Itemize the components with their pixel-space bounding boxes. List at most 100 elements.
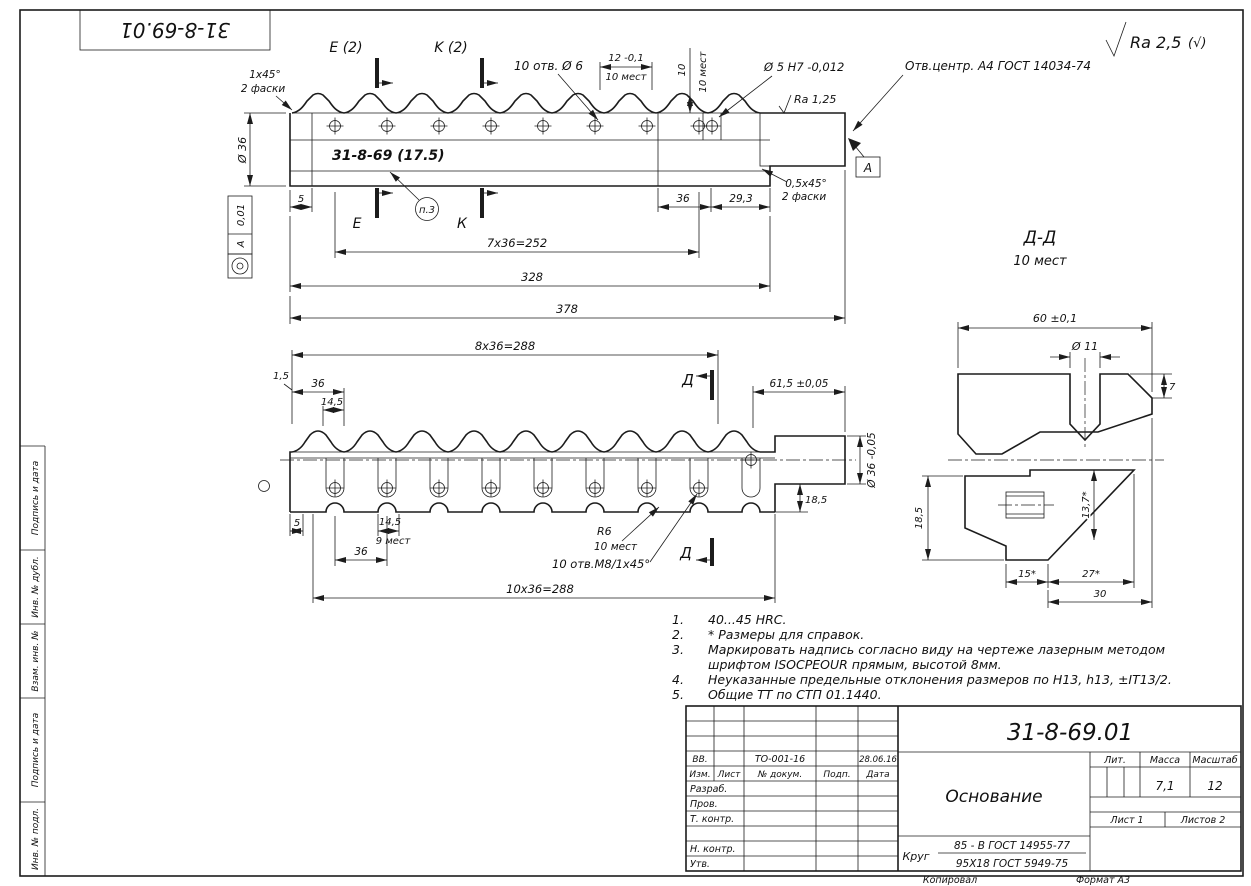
section-d-marks: Д Д <box>679 370 714 566</box>
callout-label: Ø 5 Н7 -0,012 <box>763 60 844 74</box>
note-text: Неуказанные предельные отклонения размер… <box>708 672 1172 687</box>
callout-label: 10 мест <box>594 541 638 553</box>
scale-value: 12 <box>1207 779 1222 793</box>
dim-pitch-288-bottom: 10х36=288 <box>312 514 776 603</box>
dim-10: 10 10 мест <box>677 48 709 113</box>
change-row-doc: ТО-001-16 <box>755 754 805 765</box>
dim-label: 9 мест <box>376 536 412 547</box>
material-kind: Круг <box>902 850 929 863</box>
dim-14-5-bottom: 14,5 9 мест <box>376 514 412 547</box>
marking-note-ref: п.3 <box>389 171 439 221</box>
section-upper-body <box>957 373 1153 455</box>
dim-1-5: 1,5 <box>273 371 293 391</box>
dim-label: 328 <box>521 270 543 284</box>
dim-label: 61,5 ±0,05 <box>770 378 829 390</box>
section-marks: E (2) K (2) Е К <box>329 40 498 232</box>
dim-label: 10 мест <box>606 72 648 83</box>
dim-label: 5 <box>298 194 304 205</box>
dim-5-bottom: 5 <box>289 514 304 536</box>
lit-label: Лит. <box>1103 755 1126 766</box>
note-number: 5. <box>672 687 684 702</box>
dim-label: 10 мест <box>698 50 709 92</box>
roughness-label: Ra 1,25 <box>794 93 836 106</box>
dim-18-5: 18,5 <box>775 484 827 513</box>
margin-label: Инв. № дубл. <box>31 556 41 618</box>
callout-holes-6: 10 отв. Ø 6 <box>514 59 599 121</box>
margin-label: Подпись и дата <box>31 461 41 536</box>
mass-label: Масса <box>1150 755 1180 766</box>
col-header-list: Лист <box>717 770 742 780</box>
dim-label: 36 <box>676 193 690 205</box>
general-roughness: Ra 2,5 (√) <box>1105 21 1206 58</box>
callout-label: 10 отв.М8/1х45° <box>552 557 650 571</box>
dim-36-29: 36 29,3 <box>657 188 771 212</box>
dim-label: 14,5 <box>379 517 401 528</box>
fcf-value: 0,01 <box>236 204 247 226</box>
dim-378: 378 <box>289 170 846 324</box>
note-ref-label: п.3 <box>419 205 435 216</box>
datum-circle <box>258 480 270 492</box>
callout-label: 0,5х45° <box>785 178 827 190</box>
callout-f5h7: Ø 5 Н7 -0,012 <box>718 60 844 118</box>
note-text: Маркировать надпись согласно виду на чер… <box>708 642 1166 672</box>
dim-label: 60 ±0,1 <box>1033 312 1077 325</box>
dim-label: 36 <box>311 378 325 390</box>
dim-label: 27* <box>1082 569 1100 580</box>
scale-label: Масштаб <box>1192 755 1237 766</box>
sheets-total: Листов 2 <box>1180 815 1226 826</box>
callout-label: 2 фаски <box>782 191 827 203</box>
dim-label: 7х36=252 <box>487 236 547 250</box>
dim-5: 5 <box>289 188 313 212</box>
section-label: Д <box>679 544 692 562</box>
dim-18-5-section: 18,5 <box>914 475 1004 561</box>
dim-label: 18,5 <box>914 507 925 529</box>
roughness-value: Ra 2,5 <box>1130 33 1181 52</box>
corner-stamp-box <box>79 9 271 51</box>
dim-36-bottom: 36 <box>334 516 388 566</box>
dim-label: 15* <box>1018 569 1036 580</box>
dim-label: 10х36=288 <box>506 582 574 596</box>
roughness-alt: (√) <box>1188 36 1206 51</box>
format-label: Формат А3 <box>1076 875 1130 886</box>
section-label: Е <box>353 216 362 232</box>
dim-14-5-left: 14,5 <box>321 397 344 426</box>
dim-label: 36 <box>354 546 368 558</box>
dim-label: 30 <box>1094 589 1107 600</box>
doc-number: 31-8-69.01 <box>1007 720 1133 746</box>
thread-note: 10 отв.М8/1х45° <box>552 493 698 571</box>
dim-label: 12 -0,1 <box>608 53 643 64</box>
plan-view-dimensions: 8х36=288 1,5 36 14,5 Д Д 61,5 ±0,05 <box>273 339 878 603</box>
margin-label: Взам. инв. № <box>31 630 41 691</box>
note-text: 40...45 HRC. <box>708 612 787 627</box>
margin-label: Подпись и дата <box>31 713 41 788</box>
dim-60: 60 ±0,1 <box>957 311 1153 392</box>
dim-7: 7 <box>1130 373 1176 399</box>
dim-dia36-right: Ø 36 -0,05 <box>847 432 878 489</box>
dim-label: Ø 36 -0,05 <box>866 432 878 489</box>
feature-control-frame: 0,01 А <box>227 195 253 279</box>
note-row: 4. Неуказанные предельные отклонения раз… <box>672 672 1230 687</box>
section-places: 10 мест <box>1013 254 1067 269</box>
note-row: 1. 40...45 HRC. <box>672 612 1230 627</box>
callout-label: Отв.центр. А4 ГОСТ 14034-74 <box>905 59 1091 73</box>
role-utv: Утв. <box>690 859 710 870</box>
dim-label: Ø 36 <box>236 137 249 164</box>
part-name: Основание <box>945 787 1042 807</box>
clamp-section-hatch <box>759 112 846 167</box>
sheet-frame: 31-8-69.01 Ra 2,5 (√) Подпись и дата Инв… <box>19 9 1244 886</box>
section-label: K (2) <box>434 40 467 56</box>
note-number: 3. <box>672 642 684 657</box>
callout-label: R6 <box>597 525 612 538</box>
front-view-dimensions: 5 36 29,3 7х36=252 328 378 Ø 36 <box>227 40 1091 324</box>
dim-pitch-288-top: 8х36=288 <box>291 339 719 424</box>
callout-center-hole: Отв.центр. А4 ГОСТ 14034-74 <box>852 59 1091 132</box>
dim-label: 1,5 <box>273 371 289 382</box>
technical-requirements: 1. 40...45 HRC. 2. * Размеры для справок… <box>672 612 1230 702</box>
note-row: 5. Общие ТТ по СТП 01.1440. <box>672 687 1230 702</box>
note-text: * Размеры для справок. <box>708 627 865 642</box>
fcf-datum: А <box>236 240 247 248</box>
dim-label: 378 <box>556 302 578 316</box>
section-dd: Д-Д 10 мест 60 ±0,1 Ø 11 7 <box>914 228 1176 608</box>
